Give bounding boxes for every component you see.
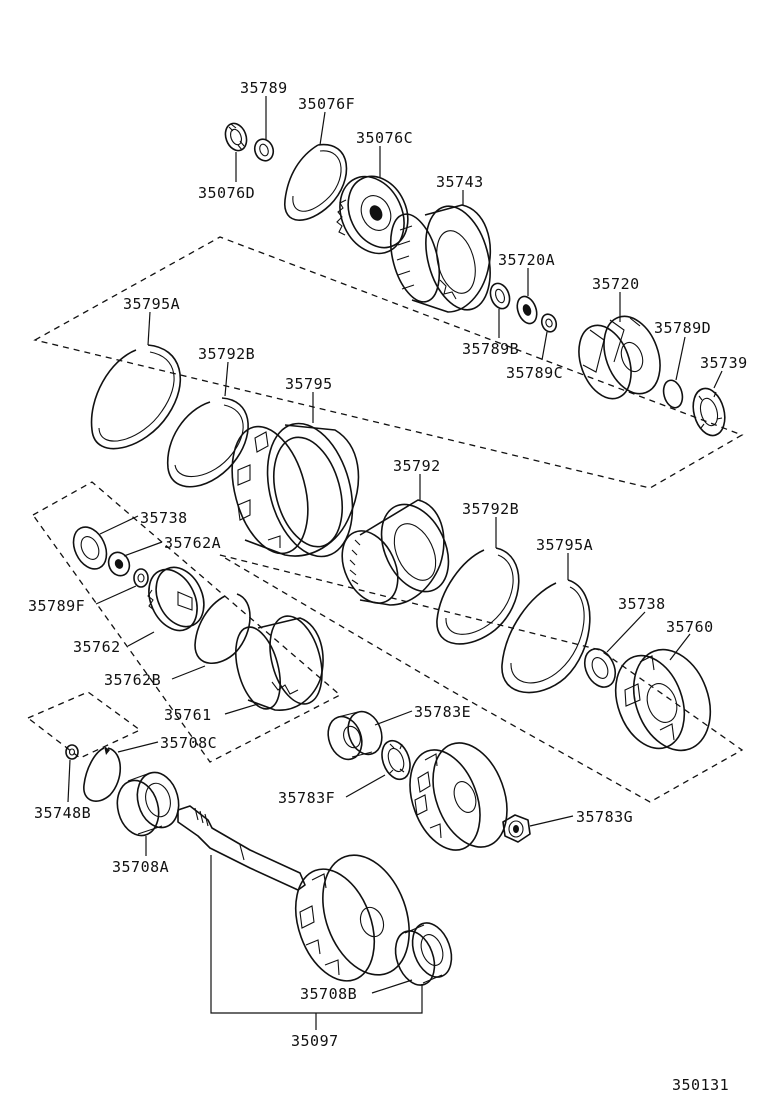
label-35760: 35760 — [666, 618, 714, 636]
snap-ring-35762B[interactable] — [194, 593, 251, 665]
label-35762B: 35762B — [104, 671, 161, 689]
snap-ring-35795A-left[interactable] — [90, 344, 182, 450]
bearing-race-35738-left[interactable] — [67, 522, 113, 575]
label-35789C: 35789C — [506, 364, 563, 382]
thrust-washer-35748B[interactable] — [65, 744, 79, 760]
label-35795: 35795 — [285, 375, 333, 393]
needle-bearing-35762A[interactable] — [105, 549, 133, 579]
label-35795A-right: 35795A — [536, 536, 593, 554]
ball-bearing-35708B[interactable] — [389, 918, 459, 991]
leader-35762 — [127, 631, 155, 647]
label-35738-left: 35738 — [140, 509, 188, 527]
leader-35792B-top — [224, 361, 229, 397]
lower-left-group-dashed-outline — [26, 691, 142, 759]
lock-nut-35783G[interactable] — [502, 814, 531, 843]
leader-35708C — [117, 741, 159, 753]
label-35761: 35761 — [164, 706, 212, 724]
leader-35739 — [713, 370, 723, 389]
label-35789B: 35789B — [462, 340, 519, 358]
clutch-hub-35076C[interactable] — [328, 166, 419, 264]
thrust-washer-35789D[interactable] — [661, 378, 686, 410]
clutch-pack-35792[interactable] — [331, 494, 461, 612]
diagram-code: 350131 — [672, 1076, 729, 1094]
leader-35789F — [95, 585, 137, 605]
label-35076C: 35076C — [356, 129, 413, 147]
label-35708B: 35708B — [300, 985, 357, 1003]
output-shaft-35097[interactable] — [177, 805, 306, 891]
label-35076D: 35076D — [198, 184, 255, 202]
leader-35761 — [224, 703, 259, 715]
snap-ring-35076F[interactable] — [284, 143, 348, 221]
label-35762: 35762 — [73, 638, 121, 656]
leader-35097 — [210, 855, 423, 1030]
bearing-race-35739[interactable] — [688, 385, 729, 439]
label-35789: 35789 — [240, 79, 288, 97]
label-35783G: 35783G — [576, 808, 633, 826]
leader-35748B — [67, 759, 71, 803]
label-35792: 35792 — [393, 457, 441, 475]
needle-bearing-35076D[interactable] — [222, 120, 250, 153]
planetary-gear-35760[interactable] — [604, 639, 724, 761]
thrust-washer-35789B[interactable] — [487, 281, 513, 312]
counter-driven-gear[interactable] — [397, 733, 520, 860]
right-group-dashed-outline — [219, 554, 744, 803]
needle-bearing-35720A[interactable] — [514, 294, 540, 326]
leader-35762A — [123, 541, 163, 557]
upper-group-dashed-outline — [33, 236, 744, 489]
label-35708C: 35708C — [160, 734, 217, 752]
leader-35762B — [171, 665, 206, 680]
label-35783F: 35783F — [278, 789, 335, 807]
sun-gear-35762[interactable] — [140, 560, 214, 639]
label-35708A: 35708A — [112, 858, 169, 876]
middle-group-dashed-outline — [32, 481, 342, 763]
label-35739: 35739 — [700, 354, 748, 372]
label-35720: 35720 — [592, 275, 640, 293]
planetary-carrier-35720[interactable] — [569, 309, 670, 406]
leader-35783F — [345, 774, 386, 798]
leader-35076F — [319, 111, 326, 146]
bearing-35783E[interactable] — [322, 707, 387, 764]
ball-bearing-35708A[interactable] — [111, 768, 184, 840]
snap-ring-35792B-right[interactable] — [436, 547, 520, 645]
label-35076F: 35076F — [298, 95, 355, 113]
needle-bearing-35783F[interactable] — [377, 737, 415, 783]
label-35789D: 35789D — [654, 319, 711, 337]
leader-35789C — [541, 331, 548, 361]
label-35097: 35097 — [291, 1032, 339, 1050]
label-35795A-top: 35795A — [123, 295, 180, 313]
clutch-drum-35795[interactable] — [219, 414, 366, 566]
snap-ring-35792B-top[interactable] — [166, 397, 249, 488]
thrust-washer-35789C[interactable] — [539, 312, 558, 334]
label-35738-right: 35738 — [618, 595, 666, 613]
leader-35738-right — [606, 611, 646, 653]
snap-ring-35708C[interactable] — [83, 746, 121, 802]
leader-35795A-top — [147, 311, 151, 346]
leader-35783G — [529, 815, 574, 827]
ring-gear-35743[interactable] — [382, 199, 501, 317]
label-35792B-top: 35792B — [198, 345, 255, 363]
leader-35738-left — [99, 515, 139, 535]
one-way-clutch-35761[interactable] — [228, 610, 331, 713]
snap-ring-35795A-right[interactable] — [501, 579, 591, 694]
label-35789F: 35789F — [28, 597, 85, 615]
leader-35760 — [669, 633, 691, 661]
bearing-race-35738-right[interactable] — [579, 644, 621, 692]
thrust-washer-35789[interactable] — [252, 137, 276, 164]
leader-35789D — [675, 336, 686, 381]
label-35748B: 35748B — [34, 804, 91, 822]
label-35792B-right: 35792B — [462, 500, 519, 518]
leader-35708B — [371, 979, 413, 994]
leader-35783E — [374, 710, 413, 726]
label-35762A: 35762A — [164, 534, 221, 552]
drive-gear[interactable] — [281, 843, 424, 992]
thrust-washer-35789F[interactable] — [133, 568, 149, 588]
label-35743: 35743 — [436, 173, 484, 191]
label-35720A: 35720A — [498, 251, 555, 269]
label-35783E: 35783E — [414, 703, 471, 721]
